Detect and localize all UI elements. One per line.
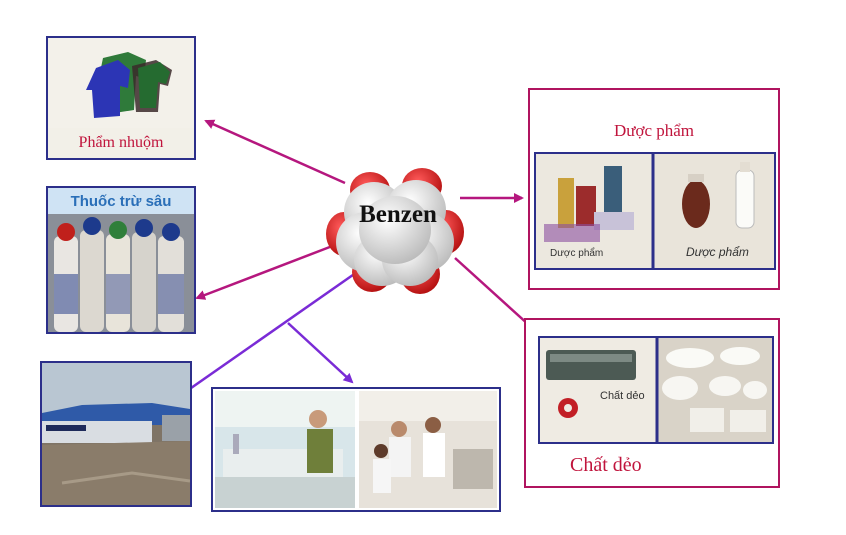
factory-icon — [42, 363, 190, 505]
plastics-caption-inner: Chất dẻo — [600, 390, 645, 402]
pharma-photo-frame: Dược phẩm Dược phẩm — [534, 152, 776, 270]
pharma-title: Dược phẩm — [613, 121, 695, 140]
pesticide-bottles-icon — [48, 214, 194, 332]
pesticides-label: Thuốc trừ sâu — [70, 193, 172, 210]
pharma-caption-left: Dược phẩm — [550, 248, 604, 259]
medicine-icon — [536, 154, 774, 268]
lab-icon — [215, 391, 497, 508]
plastics-panel: Chất dẻo Chất dẻo — [524, 318, 780, 488]
pharma-caption-right: Dược phẩm — [686, 245, 749, 259]
pesticides-panel: Thuốc trừ sâu — [46, 186, 196, 334]
plastics-title: Chất dẻo — [570, 454, 642, 476]
plastics-photo-frame: Chất dẻo — [538, 336, 774, 444]
benzene-molecule-icon — [326, 168, 464, 294]
arrow-to-lab — [287, 322, 354, 384]
arrow-to-dyes — [204, 119, 346, 185]
lab-panel — [211, 387, 501, 512]
clothes-icon — [48, 38, 194, 128]
factory-panel — [40, 361, 192, 507]
benzene-label: Benzen — [359, 201, 437, 228]
dyes-panel: Phẩm nhuộm — [46, 36, 196, 160]
dyes-label: Phẩm nhuộm — [78, 134, 164, 151]
arrow-to-pesticides — [195, 243, 336, 300]
pharma-panel: Dược phẩm Dược phẩm Dược phẩm — [528, 88, 780, 290]
plastic-ware-icon — [540, 338, 772, 442]
